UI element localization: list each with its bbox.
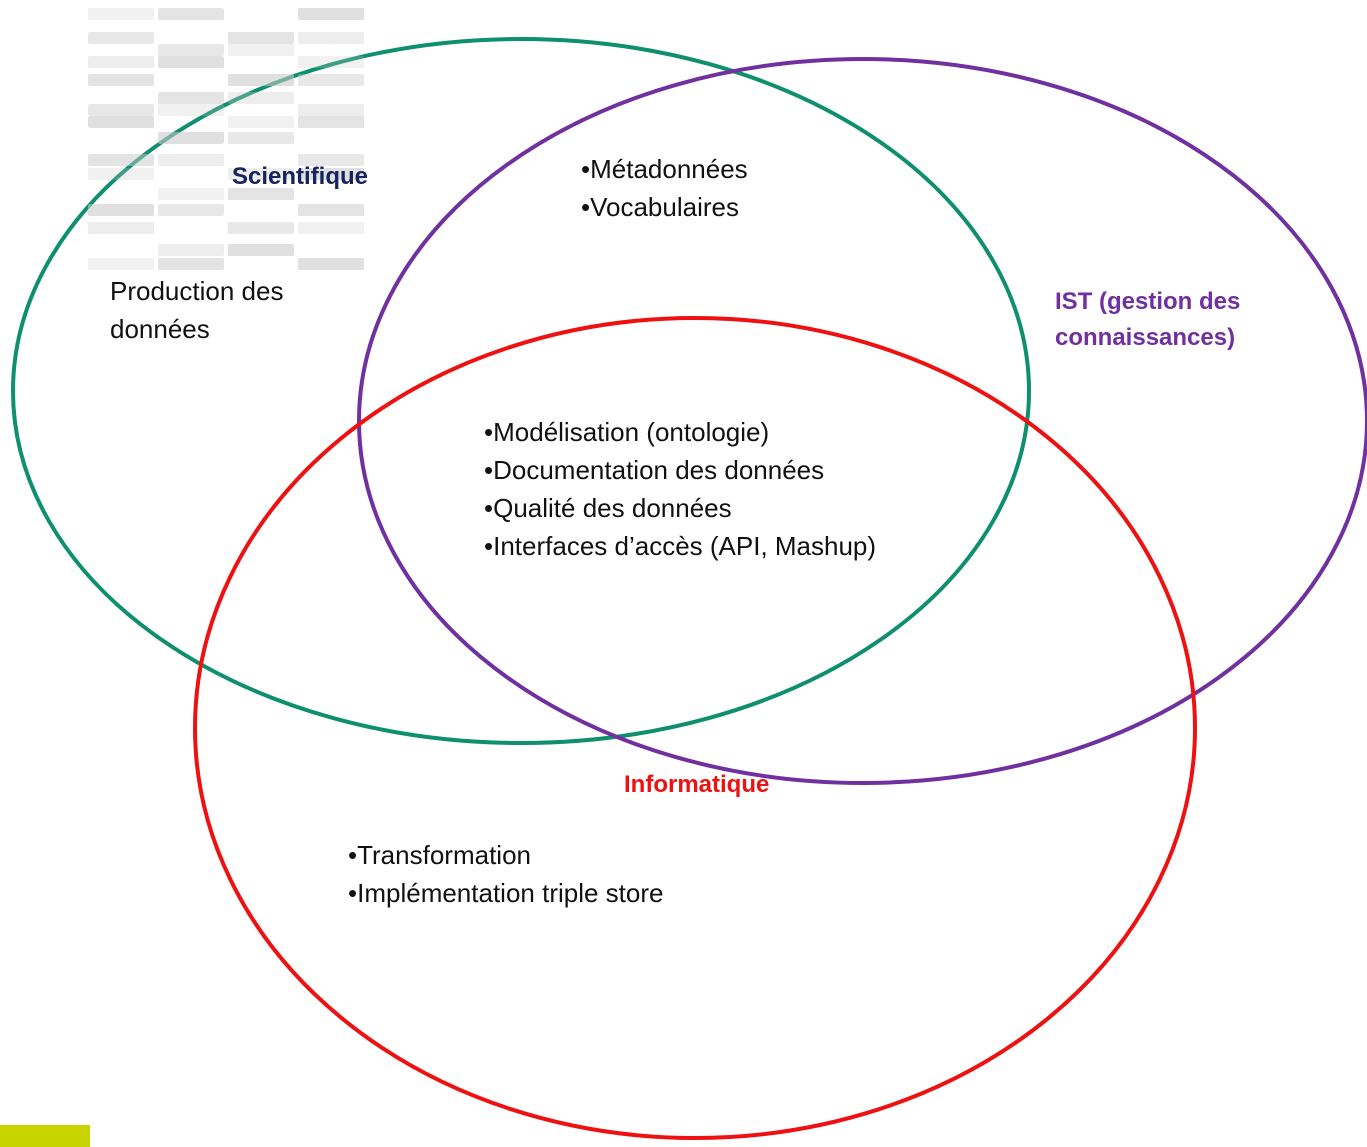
decoration-bar [158, 204, 224, 216]
decoration-bar [158, 8, 224, 20]
set-label-scientifique: Scientifique [232, 163, 369, 190]
bullet-item: Qualité des données [484, 489, 876, 527]
decoration-bar [158, 132, 224, 144]
decoration-bar [158, 244, 224, 256]
set-label-ist-line-2: connaissances) [1055, 324, 1236, 351]
decoration-bar [228, 44, 294, 56]
bullet-item: Interfaces d’accès (API, Mashup) [484, 527, 876, 565]
set-label-informatique: Informatique [624, 771, 770, 798]
decoration-bar [158, 154, 224, 166]
set-circle-informatique [193, 316, 1197, 1140]
decoration-bar [158, 258, 224, 270]
decoration-bar [228, 74, 294, 86]
set-label-ist: IST (gestion des connaissances) [1055, 284, 1240, 356]
decoration-bar [298, 104, 364, 116]
decoration-bar [88, 8, 154, 20]
decoration-bar [88, 56, 154, 68]
bullet-item: Documentation des données [484, 451, 876, 489]
decoration-bar [228, 168, 294, 180]
decoration-bar [298, 154, 364, 166]
region-text-line: Production des [110, 276, 284, 306]
decoration-bar [158, 44, 224, 56]
bullet-item: Métadonnées [581, 150, 748, 188]
decoration-bar [88, 32, 154, 44]
decoration-bar [88, 222, 154, 234]
decoration-bar [88, 168, 154, 180]
decoration-bar [158, 92, 224, 104]
region-scientifique-ist: Métadonnées Vocabulaires [581, 150, 748, 226]
decoration-bar [228, 32, 294, 44]
decoration-bar [298, 8, 364, 20]
region-scientifique-only: Production des données [110, 272, 283, 348]
decoration-bar [88, 204, 154, 216]
decoration-bar [228, 92, 294, 104]
bullet-item: Transformation [348, 836, 663, 874]
region-informatique-only: Transformation Implémentation triple sto… [348, 836, 663, 912]
region-text-line: données [110, 314, 210, 344]
decoration-bar [298, 74, 364, 86]
bullet-item: Implémentation triple store [348, 874, 663, 912]
decoration-bar [158, 56, 224, 68]
decoration-bar [88, 116, 154, 128]
accent-bar [0, 1125, 90, 1147]
decoration-bar [298, 222, 364, 234]
decoration-bar [88, 258, 154, 270]
decoration-bar [298, 204, 364, 216]
decoration-bar [88, 154, 154, 166]
set-label-ist-line-1: IST (gestion des [1055, 288, 1241, 315]
bullet-item: Modélisation (ontologie) [484, 413, 876, 451]
decoration-bar [88, 104, 154, 116]
decoration-bar [298, 116, 364, 128]
decoration-bar [298, 32, 364, 44]
set-circle-scientifique [11, 37, 1031, 745]
decoration-bar [88, 74, 154, 86]
decoration-bar [228, 244, 294, 256]
background-decoration [88, 8, 366, 270]
set-circle-ist [357, 57, 1367, 785]
decoration-bar [228, 132, 294, 144]
decoration-bar [228, 116, 294, 128]
decoration-bar [158, 104, 224, 116]
decoration-bar [158, 188, 224, 200]
decoration-bar [298, 258, 364, 270]
decoration-bar [228, 222, 294, 234]
region-all-three: Modélisation (ontologie) Documentation d… [484, 413, 876, 565]
bullet-item: Vocabulaires [581, 188, 748, 226]
decoration-bar [298, 168, 364, 180]
decoration-bar [228, 188, 294, 200]
decoration-bar [298, 56, 364, 68]
